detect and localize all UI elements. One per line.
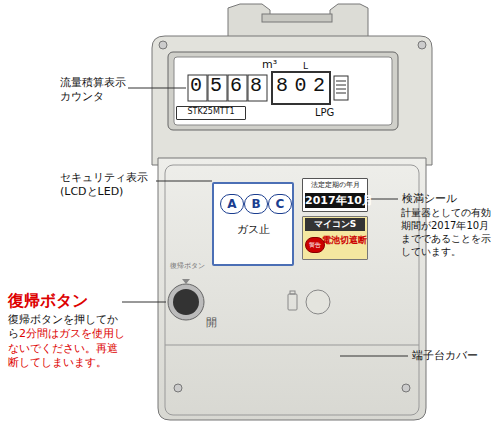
part-label: 端子台カバー (412, 349, 478, 363)
cover-split-line (165, 345, 419, 346)
status-circle: B (244, 194, 268, 214)
part-label: 検満シール (402, 192, 457, 206)
node-text: C (269, 197, 291, 211)
button-label: 復帰ボタン (170, 262, 205, 271)
unit-label: m³ (262, 58, 277, 72)
unit-label: L (303, 61, 308, 73)
node-text: A (221, 197, 243, 211)
counter-digits: 0568 (190, 74, 270, 98)
leader-lines (122, 88, 408, 356)
note-block: 復帰ボタンを押してから2分間はガスを使用しないでください。再遮断してしまいます。 (8, 313, 128, 370)
security-display: ガス止 ABC (212, 182, 294, 266)
dial-wheel (334, 76, 348, 100)
battery-icon (288, 290, 330, 314)
node-text: ガス止 (214, 222, 292, 237)
fuel-label: LPG (315, 106, 334, 119)
meter-body (158, 158, 426, 420)
counter-window (174, 57, 392, 125)
model-plate: STK25MTT1 (176, 106, 246, 120)
status-circle: A (220, 194, 244, 214)
counter-digits: 802 (276, 74, 332, 98)
reset-button (168, 279, 204, 320)
node-text: 2017年10月 (305, 193, 365, 208)
part-label: セキュリティ表示 (LCDとLED) (60, 171, 152, 200)
cover-panel (165, 165, 419, 415)
node-text: STK25MTT1 (177, 107, 245, 116)
meter-top-lugs (228, 4, 368, 40)
node-text: 法定定期の年月 (303, 180, 367, 190)
meter-upper-housing (152, 36, 432, 165)
microcomputer-sticker: マイコンS電池切遮断警告 (302, 216, 368, 260)
node-text: B (245, 197, 267, 211)
warning-text: 2分間はガスを使用しないでください。再遮断してしまいます。 (8, 327, 125, 369)
open-label: 開 (206, 316, 217, 330)
counter-window-frame (168, 52, 398, 130)
screws (159, 41, 426, 392)
part-description: 計量器としての有効期間が2017年10月までであることを示しています。 (401, 206, 497, 258)
title-label: 復帰ボタン (8, 291, 88, 312)
status-circle: C (268, 194, 292, 214)
node-text: 警告 (306, 241, 324, 250)
node-text: マイコンS (305, 218, 365, 231)
inspection-seal: 法定定期の年月 2017年10月 (302, 178, 368, 212)
warning-mark: 警告 (305, 237, 325, 253)
part-label: 流量積算表示 カウンタ (60, 76, 130, 105)
